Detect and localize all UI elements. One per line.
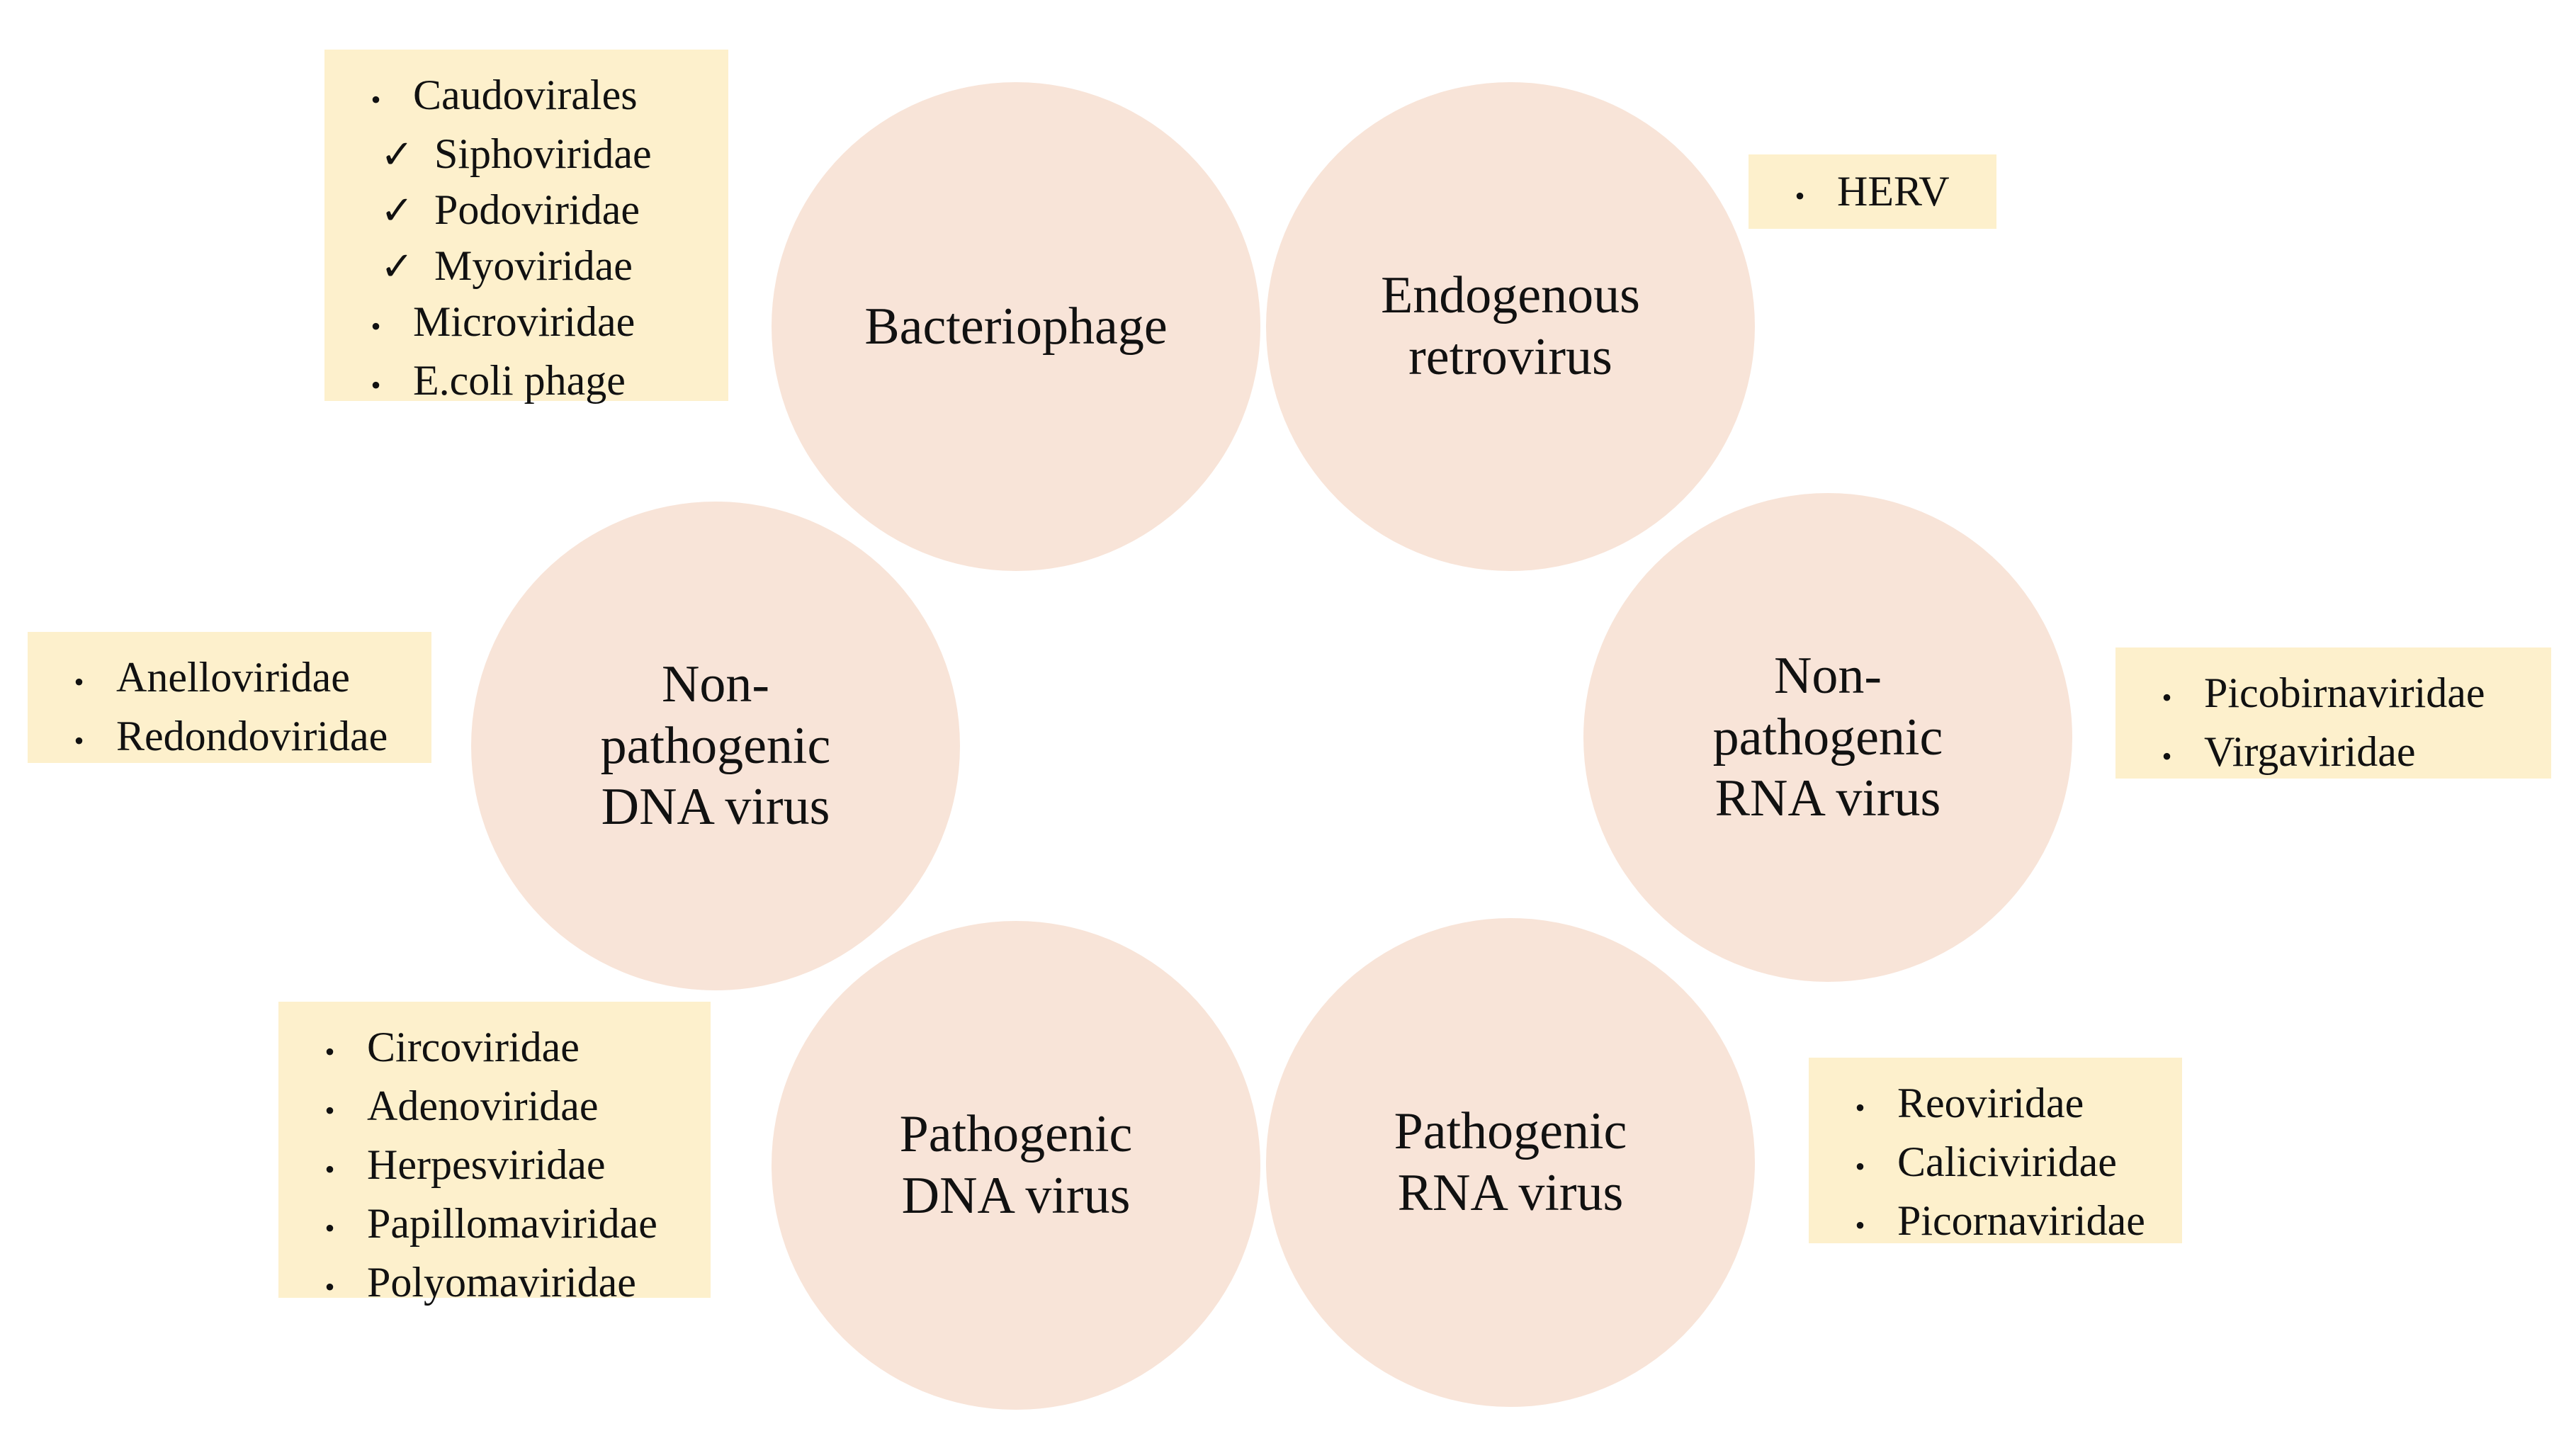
family-name: Picornaviridae [1897, 1197, 2145, 1244]
bullet-icon: • [324, 1153, 335, 1185]
list-item: • HERV [1763, 164, 1982, 223]
family-list: • Caudovirales ✓ Siphoviridae ✓ Podoviridae ✓ M… [339, 68, 714, 412]
checkmark-icon: ✓ [380, 133, 414, 177]
list-item: • Caudovirales [339, 68, 714, 127]
bullet-icon: • [324, 1212, 335, 1244]
family-name: HERV [1837, 168, 1950, 215]
family-list: • Circoviridae • Adenoviridae • Herpesviridae… [293, 1020, 696, 1314]
family-name: Papillomaviridae [367, 1200, 657, 1247]
family-name: Reoviridae [1897, 1080, 2084, 1126]
list-item: • E.coli phage [339, 353, 714, 412]
list-item: • Microviridae [339, 295, 714, 353]
family-name: Picobirnaviridae [2204, 669, 2485, 716]
box-nonpathogenic-dna-families: • Anelloviridae • Redondoviridae [28, 632, 431, 763]
circle-label-pathogenic-rna-virus: Pathogenic RNA virus [1394, 1102, 1627, 1222]
list-item: • Papillomaviridae [293, 1197, 696, 1255]
family-list: • Anelloviridae • Redondoviridae [42, 650, 417, 768]
family-list: • HERV [1763, 164, 1982, 223]
family-name: Redondoviridae [116, 713, 388, 759]
box-endogenous-retrovirus-families: • HERV [1749, 154, 1996, 229]
circle-pathogenic-rna-virus: Pathogenic RNA virus [1266, 918, 1755, 1407]
list-item: • Anelloviridae [42, 650, 417, 709]
list-item: ✓ Podoviridae [339, 183, 714, 239]
bullet-icon: • [371, 310, 381, 342]
family-list: • Reoviridae • Caliciviridae • Picornaviridae [1823, 1076, 2168, 1252]
family-name: Siphoviridae [434, 130, 652, 177]
circle-nonpathogenic-dna-virus: Non- pathogenic DNA virus [471, 502, 960, 990]
box-pathogenic-dna-families: • Circoviridae • Adenoviridae • Herpesviridae… [278, 1002, 711, 1306]
checkmark-icon: ✓ [380, 245, 414, 289]
bullet-icon: • [1795, 180, 1805, 212]
circle-label-bacteriophage: Bacteriophage [864, 297, 1168, 356]
list-item: • Redondoviridae [42, 709, 417, 768]
box-pathogenic-rna-families: • Reoviridae • Caliciviridae • Picornaviridae [1809, 1058, 2182, 1244]
bullet-icon: • [324, 1271, 335, 1303]
box-nonpathogenic-rna-families: • Picobirnaviridae • Virgaviridae [2115, 647, 2551, 779]
circle-label-pathogenic-dna-virus: Pathogenic DNA virus [899, 1105, 1133, 1225]
family-list: • Picobirnaviridae • Virgaviridae [2130, 666, 2537, 784]
family-name: Circoviridae [367, 1024, 580, 1070]
circle-endogenous-retrovirus: Endogenous retrovirus [1266, 82, 1755, 571]
family-name: Microviridae [413, 298, 635, 345]
family-name: Myoviridae [434, 242, 633, 289]
list-item: • Caliciviridae [1823, 1135, 2168, 1194]
list-item: • Picornaviridae [1823, 1194, 2168, 1252]
circle-label-nonpathogenic-dna-virus: Non- pathogenic DNA virus [600, 655, 831, 837]
family-name: E.coli phage [413, 357, 626, 404]
list-item: • Herpesviridae [293, 1138, 696, 1197]
bullet-icon: • [1855, 1209, 1865, 1241]
family-name: Virgaviridae [2204, 728, 2416, 775]
checkmark-icon: ✓ [380, 189, 414, 233]
family-name: Polyomaviridae [367, 1259, 636, 1306]
list-item: ✓ Siphoviridae [339, 127, 714, 183]
list-item: • Virgaviridae [2130, 725, 2537, 784]
circle-label-nonpathogenic-rna-virus: Non- pathogenic RNA virus [1712, 647, 1943, 828]
list-item: ✓ Myoviridae [339, 239, 714, 295]
list-item: • Reoviridae [1823, 1076, 2168, 1135]
bullet-icon: • [2162, 740, 2172, 772]
list-item: • Polyomaviridae [293, 1255, 696, 1314]
bullet-icon: • [371, 369, 381, 401]
bullet-icon: • [74, 666, 84, 698]
bullet-icon: • [1855, 1092, 1865, 1124]
bullet-icon: • [324, 1095, 335, 1126]
bullet-icon: • [371, 84, 381, 115]
family-name: Podoviridae [434, 186, 640, 233]
family-name: Adenoviridae [367, 1082, 599, 1129]
list-item: • Picobirnaviridae [2130, 666, 2537, 725]
list-item: • Circoviridae [293, 1020, 696, 1079]
list-item: • Adenoviridae [293, 1079, 696, 1138]
family-name: Herpesviridae [367, 1141, 606, 1188]
bullet-icon: • [1855, 1150, 1865, 1182]
bullet-icon: • [74, 725, 84, 757]
circle-pathogenic-dna-virus: Pathogenic DNA virus [772, 921, 1260, 1410]
circle-label-endogenous-retrovirus: Endogenous retrovirus [1381, 266, 1640, 386]
box-bacteriophage-families: • Caudovirales ✓ Siphoviridae ✓ Podoviridae ✓ M… [324, 50, 728, 404]
bullet-icon: • [2162, 681, 2172, 713]
family-name: Anelloviridae [116, 654, 350, 701]
family-name: Caliciviridae [1897, 1138, 2117, 1185]
bullet-icon: • [324, 1036, 335, 1068]
circle-nonpathogenic-rna-virus: Non- pathogenic RNA virus [1583, 493, 2072, 982]
family-name: Caudovirales [413, 72, 638, 118]
circle-bacteriophage: Bacteriophage [772, 82, 1260, 571]
